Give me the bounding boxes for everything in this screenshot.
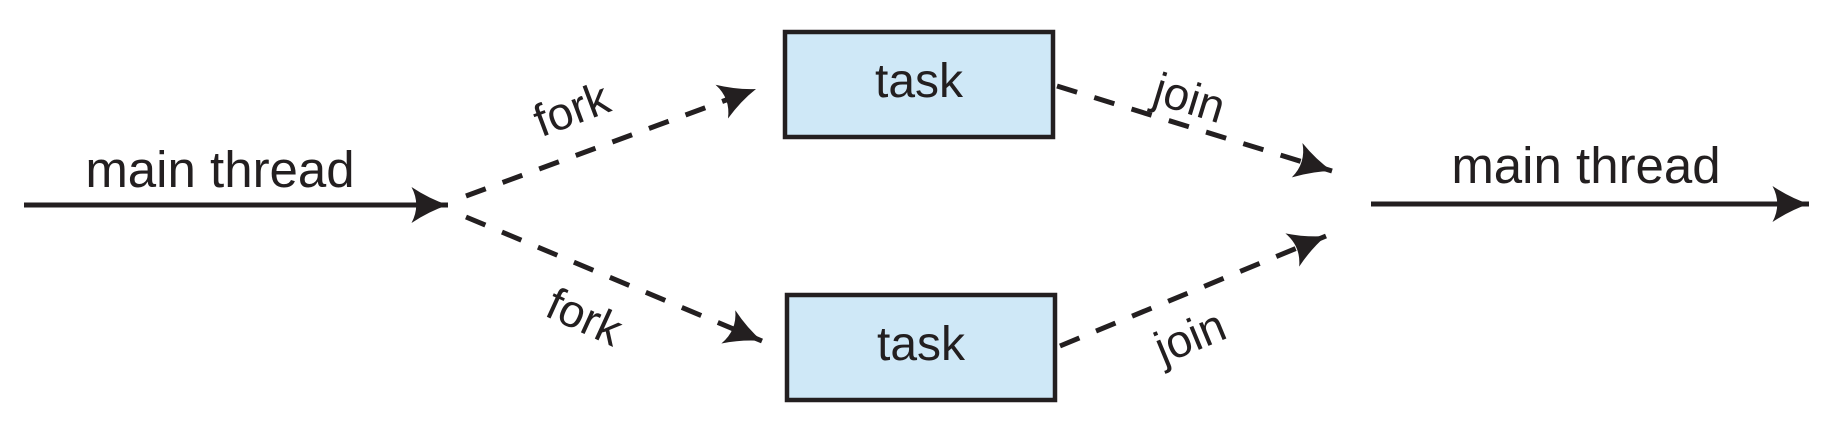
task-label-bottom: task	[877, 318, 966, 371]
main-thread-out-label: main thread	[1451, 137, 1720, 194]
join-label-bottom: join	[1145, 298, 1233, 374]
fork-arrow-top	[465, 84, 757, 199]
task-box-bottom	[784, 292, 1058, 403]
join-label-top: join	[1146, 62, 1232, 133]
fork-label-top: fork	[526, 71, 617, 147]
join-arrow-top	[1056, 83, 1333, 178]
join-arrow-bottom	[1059, 233, 1327, 349]
fork-label-bottom: fork	[539, 277, 631, 357]
task-label-top: task	[875, 55, 964, 108]
fork-arrow-bottom	[465, 214, 763, 344]
task-box-top	[782, 29, 1056, 140]
main-thread-in-label: main thread	[85, 141, 354, 198]
